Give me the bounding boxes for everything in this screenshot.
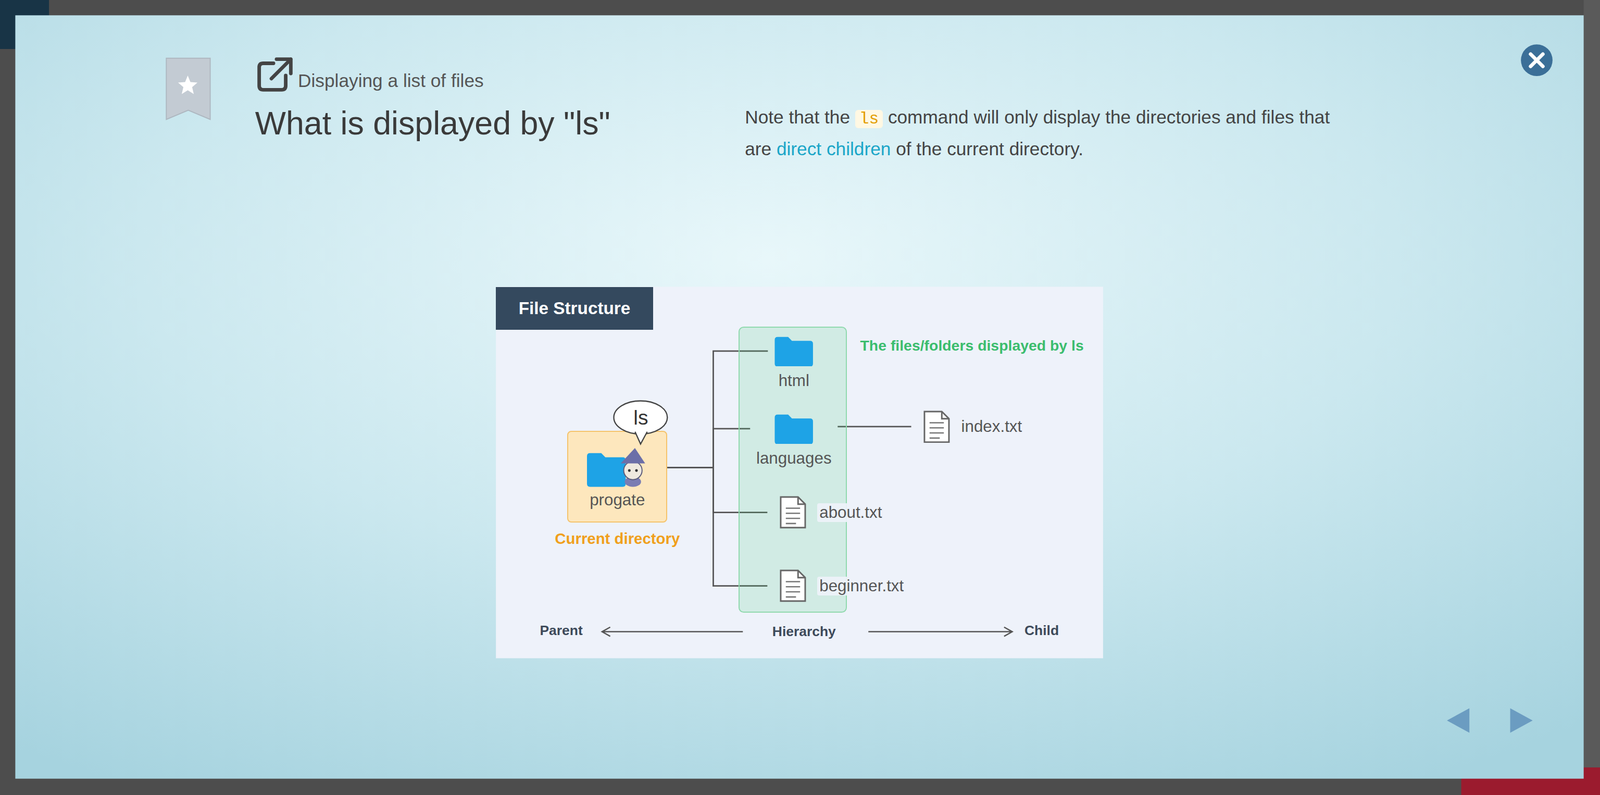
file-lines [785, 581, 800, 597]
close-cross [1530, 54, 1544, 67]
page-title: What is displayed by "ls" [255, 104, 611, 142]
caption-label: Current directory [554, 529, 680, 548]
hierarchy-label: Child [1024, 622, 1059, 639]
cat-face [623, 461, 642, 480]
label-wrap: Hierarchy [772, 623, 836, 641]
folder-node: html [767, 335, 820, 391]
cat-eye [627, 469, 631, 472]
title-wrap: What is displayed by "ls" [255, 103, 611, 143]
node-label: index.txt [961, 417, 1023, 436]
file-sheet [924, 411, 949, 443]
note-highlight: direct children [776, 138, 891, 159]
folder-icon [773, 335, 814, 367]
hierarchy-label: Hierarchy [772, 623, 836, 640]
file-sheet [780, 496, 806, 528]
file-icon [923, 410, 950, 444]
label-wrap: Displaying a list of files [297, 69, 484, 92]
file-node: about.txt [767, 495, 884, 529]
file-lines [929, 422, 944, 438]
header-tab: File Structure [495, 286, 654, 330]
wizard-hat [620, 447, 645, 464]
inline-code: ls [855, 109, 883, 129]
folder-node: languages [750, 413, 838, 469]
tree-connector [837, 426, 911, 428]
bubble-ellipse [614, 401, 668, 435]
modal-panel [15, 15, 1584, 779]
file-node: index.txt [911, 410, 1023, 444]
section-heading: Displaying a list of files [297, 70, 484, 91]
folder-shape [775, 414, 814, 444]
external-link-arrow [271, 59, 291, 79]
note-paragraph: Note that thelscommand will only display… [744, 102, 1398, 165]
note-text: of the current directory. [895, 138, 1084, 159]
folder-shape [775, 336, 814, 367]
child-arrow [868, 627, 1012, 637]
bookmark-ribbon [166, 58, 210, 120]
node-label: beginner.txt [817, 576, 906, 596]
hierarchy-label: Parent [539, 622, 583, 639]
node-label: File Structure [518, 298, 631, 319]
group-heading: The files/folders displayed by ls [860, 334, 1085, 357]
cat-eye [634, 469, 638, 472]
folder-cat-icon [586, 447, 649, 487]
next-arrow [1510, 707, 1533, 733]
tree-connector [667, 428, 750, 468]
bookmark-star [178, 75, 198, 94]
file-lines [785, 508, 800, 524]
prev-arrow [1446, 707, 1470, 733]
node-label: progate [589, 490, 645, 510]
parent-arrow [602, 627, 743, 637]
file-fold [797, 570, 806, 578]
speech-bubble: ls [613, 400, 669, 435]
ls-output-group: The files/folders displayed by lshtmllan… [738, 326, 847, 613]
label-wrap: Parent [539, 622, 583, 640]
scrollbar-strip [1583, 0, 1600, 795]
note-text: Note that the [744, 106, 850, 128]
diagram-panel [495, 286, 1104, 658]
close-button [1520, 44, 1553, 77]
folder-shape [586, 453, 626, 487]
file-icon [779, 569, 807, 603]
node-label: ls [633, 407, 648, 428]
label-wrap: Child [1024, 622, 1059, 640]
node-label: languages [756, 448, 832, 468]
current-directory-box: progateCurrent directory [567, 430, 668, 523]
file-fold [797, 496, 806, 505]
file-fold [941, 411, 949, 419]
folder-icon [773, 413, 814, 445]
node-label: about.txt [817, 503, 884, 522]
node-label: html [778, 371, 810, 391]
file-sheet [780, 570, 806, 602]
file-icon [779, 495, 807, 529]
file-node: beginner.txt [767, 569, 906, 603]
